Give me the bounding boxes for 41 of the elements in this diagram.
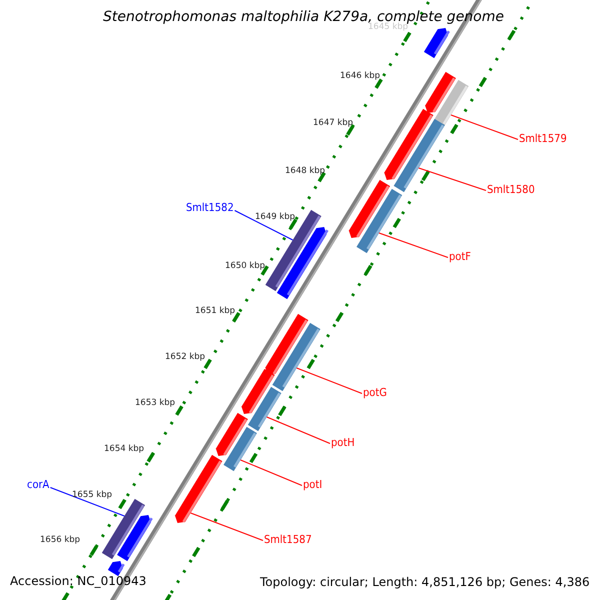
- gene-block: [424, 28, 450, 58]
- gene-block: [356, 188, 402, 254]
- gene-block: [276, 227, 328, 300]
- tick-label: 1647 kbp: [313, 118, 354, 128]
- leader-line: [240, 460, 302, 486]
- leader-line: [234, 210, 294, 240]
- tick-label: 1655 kbp: [72, 490, 112, 500]
- leader-line: [190, 512, 264, 541]
- leader-line: [378, 232, 448, 258]
- tick-label: 1652 kbp: [165, 352, 206, 362]
- leader-line: [266, 416, 330, 444]
- tick-label: 1653 kbp: [135, 398, 176, 408]
- gene-block: [224, 426, 257, 472]
- gene-label: potF: [449, 250, 471, 263]
- gene-block: [175, 454, 222, 523]
- gene-label: Smlt1580: [487, 183, 535, 196]
- gene-label: potG: [363, 386, 387, 399]
- gene-label: corA: [27, 478, 50, 491]
- tick-label: 1651 kbp: [195, 306, 236, 316]
- leader-line: [296, 368, 362, 394]
- tick-label: 1648 kbp: [285, 166, 326, 176]
- tick-label: 1656 kbp: [40, 535, 80, 545]
- gene-block: [117, 515, 153, 562]
- gene-block: [108, 561, 125, 576]
- genome-stats-text: Topology: circular; Length: 4,851,126 bp; Genes: 4,386: [260, 575, 590, 589]
- gene-label: potH: [331, 436, 355, 449]
- gene-label: potI: [303, 478, 322, 491]
- accession-text: Accession: NC_010943: [10, 574, 146, 588]
- gene-label: Smlt1582: [186, 201, 234, 214]
- gene-block: [394, 118, 445, 192]
- leader-line: [418, 168, 486, 191]
- tick-label: 1650 kbp: [225, 261, 266, 271]
- leader-line: [450, 114, 518, 140]
- gene-label: Smlt1579: [519, 132, 567, 145]
- tick-label: 1646 kbp: [340, 71, 380, 81]
- gene-block: [248, 386, 282, 432]
- gene-label: Smlt1587: [264, 533, 312, 546]
- leader-line: [50, 487, 125, 516]
- gene-block: [272, 322, 320, 392]
- tick-label: 1654 kbp: [104, 444, 144, 454]
- tick-label: 1649 kbp: [255, 212, 296, 222]
